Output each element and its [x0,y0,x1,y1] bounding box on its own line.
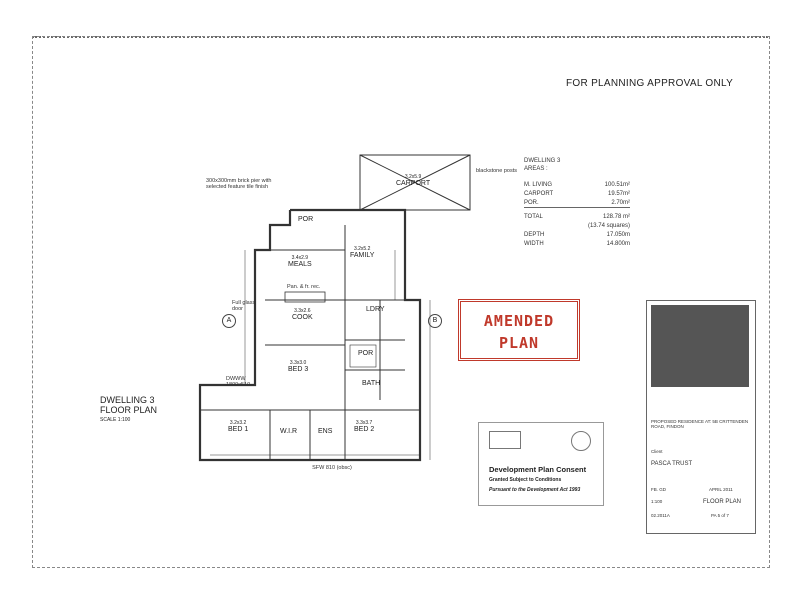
room-dim: 3.4x2.9 [291,255,309,261]
project-address: PROPOSED RESIDENCE AT: 5B CRITTENDEN ROA… [651,419,749,429]
room-name: BED 2 [354,426,375,433]
room-dim: 3.2x5.2 [353,246,371,252]
areas-value: 100.51m² [604,181,630,188]
areas-row: M. LIVING 100.51m² [524,180,630,189]
room-por-top: POR [298,216,314,223]
drawing-scale: 1:100 [651,499,663,504]
room-dim: 3.2x3.2 [229,420,247,426]
carport-outline [359,154,471,211]
note-blackstone: blackstone posts [476,168,517,174]
grid-marker-b: B [428,314,442,328]
page-number: PA 5 of 7 [711,513,729,518]
areas-value: 14.800m [606,240,630,247]
grid-marker-a: A [222,314,236,328]
job-number: 02.2011A [651,513,670,518]
sheet-title: FLOOR PLAN [703,499,742,505]
stamp-line-2: PLAN [498,334,540,352]
development-consent-stamp: Development Plan Consent Granted Subject… [478,422,604,506]
drawn-by: FB. GD [651,487,667,492]
areas-label: WIDTH [524,240,544,247]
drawing-sheet [32,36,770,568]
areas-label: POR. [524,199,539,206]
areas-title: DWELLING 3 [524,158,561,164]
areas-value: 2.70m² [611,199,630,206]
room-name: FAMILY [350,252,375,259]
room-por-mid: POR [358,350,374,357]
dwelling-title: DWELLING 3 FLOOR PLAN SCALE 1:100 [100,395,157,425]
areas-row: (13.74 squares) [524,221,630,230]
areas-label: TOTAL [524,213,543,220]
areas-value: (13.74 squares) [587,222,630,229]
areas-row: DEPTH 17.050m [524,230,630,239]
consent-line-2: Pursuant to the Development Act 1993 [489,487,581,493]
consent-line-1: Granted Subject to Conditions [489,477,562,483]
areas-row: TOTAL 128.78 m² [524,212,630,221]
room-bath: BATH [362,380,381,387]
areas-label: M. LIVING [524,181,553,188]
title-block: PROPOSED RESIDENCE AT: 5B CRITTENDEN ROA… [646,300,756,534]
note-pantry: Pan. & fr. rec. [287,284,321,290]
areas-value: 128.78 m² [602,213,630,220]
client-name: PASCA TRUST [651,461,693,467]
room-name: BED 3 [288,366,309,373]
room-ens: ENS [318,428,333,435]
areas-table: DWELLING 3 AREAS : M. LIVING 100.51m² CAR… [524,158,630,248]
amended-plan-stamp: AMENDED PLAN [458,299,580,361]
note-sfw: SFW 810 (obsc) [312,465,352,471]
room-name: CARPORT [396,180,431,187]
areas-label: CARPORT [524,190,554,197]
note-window: DWWW 1800x510 [226,376,251,388]
consent-title: Development Plan Consent [489,465,587,474]
dwelling-scale: SCALE 1:100 [100,417,131,423]
room-dim: 3.3x3.0 [289,360,307,366]
room-ldry: LDRY [366,306,385,313]
areas-label: DEPTH [524,231,545,238]
approval-note: FOR PLANNING APPROVAL ONLY [566,78,734,89]
drawing-date: APRIL 2011 [709,487,733,492]
room-name: BED 1 [228,426,249,433]
stamp-line-1: AMENDED [483,312,555,330]
company-logo-icon [651,305,749,387]
areas-row: POR. 2.70m² [524,198,630,208]
sheet-top-edge [32,36,768,44]
areas-row: WIDTH 14.800m [524,239,630,248]
areas-value: 17.050m [606,231,630,238]
council-logo-icon [489,431,521,449]
seal-icon [571,431,591,451]
note-brick-pier: 300x300mm brick pier with selected featu… [206,178,272,190]
room-wir: W.I.R [280,428,298,435]
note-full-glass: Full glass door [232,300,256,312]
room-dim: 3.2x5.9 [404,174,422,180]
room-name: COOK [292,314,313,321]
areas-value: 19.57m² [607,190,630,197]
dwelling-title-line-1: DWELLING 3 [100,395,155,405]
areas-row: CARPORT 19.57m² [524,189,630,198]
room-dim: 3.3x3.7 [355,420,373,426]
dwelling-title-line-2: FLOOR PLAN [100,405,158,415]
room-name: MEALS [288,261,312,268]
areas-subtitle: AREAS : [524,166,548,172]
client-label: Client [651,449,663,454]
room-dim: 3.3x2.6 [294,308,311,314]
